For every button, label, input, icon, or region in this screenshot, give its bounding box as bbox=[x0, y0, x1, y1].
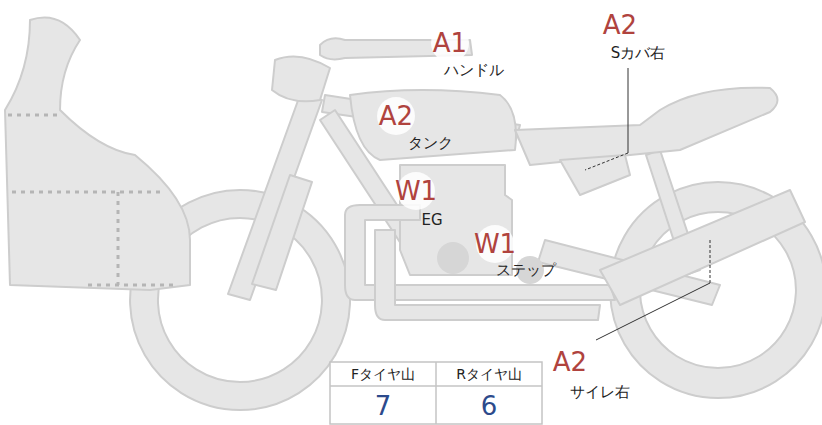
part-name: EG bbox=[421, 213, 442, 228]
callout-number: A2 bbox=[603, 12, 637, 38]
part-name: ステップ bbox=[496, 263, 556, 278]
table-header: Fタイヤ山 bbox=[351, 367, 415, 381]
table-header: Rタイヤ山 bbox=[456, 367, 522, 381]
table-value: 7 bbox=[375, 393, 392, 419]
tread-table bbox=[330, 362, 542, 424]
callout-number: A1 bbox=[433, 30, 467, 56]
part-name: ハンドル bbox=[444, 63, 504, 78]
callout-number: A2 bbox=[553, 349, 587, 375]
callout-number: W1 bbox=[474, 231, 516, 257]
table-value: 6 bbox=[481, 393, 498, 419]
part-name: タンク bbox=[408, 136, 453, 151]
part-name: サイレ右 bbox=[570, 385, 630, 400]
callout-number: A2 bbox=[379, 103, 413, 129]
callout-number: W1 bbox=[395, 178, 437, 204]
part-name: Sカバ右 bbox=[611, 46, 666, 61]
